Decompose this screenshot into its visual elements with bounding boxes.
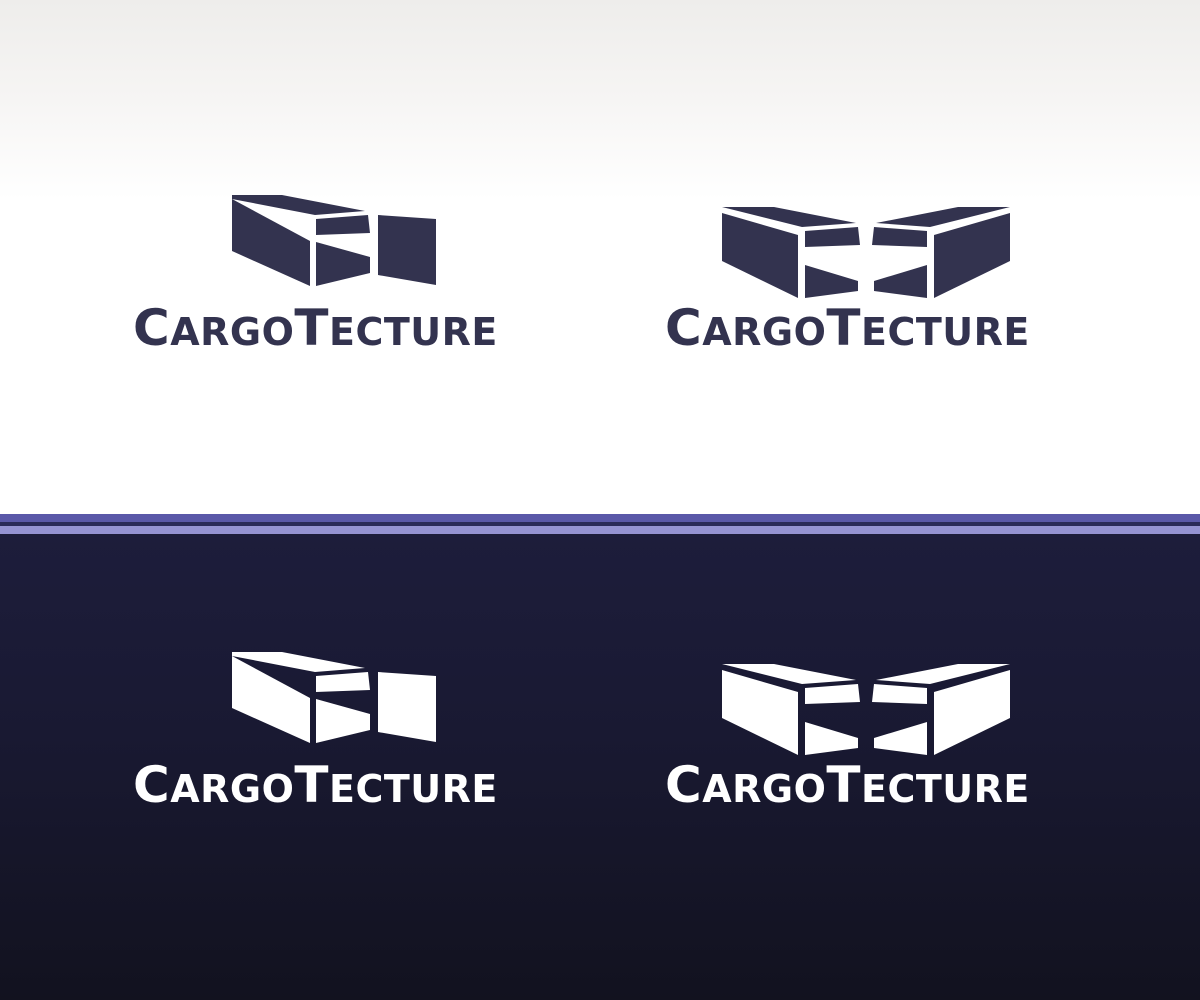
single-container-icon bbox=[232, 195, 436, 286]
divider-stripe-light bbox=[0, 526, 1200, 534]
light-background-panel bbox=[0, 0, 1200, 514]
wordmark: CARGOTECTURE bbox=[665, 756, 1030, 814]
divider-stripe-gap bbox=[0, 522, 1200, 526]
wordmark: CARGOTECTURE bbox=[133, 756, 498, 814]
wordmark: CARGOTECTURE bbox=[133, 299, 498, 357]
divider-stripe-dark bbox=[0, 514, 1200, 522]
single-container-icon bbox=[232, 652, 436, 743]
double-container-icon bbox=[722, 664, 1010, 755]
dark-background-panel bbox=[0, 534, 1200, 1000]
double-container-icon bbox=[722, 207, 1010, 298]
wordmark: CARGOTECTURE bbox=[665, 299, 1030, 357]
